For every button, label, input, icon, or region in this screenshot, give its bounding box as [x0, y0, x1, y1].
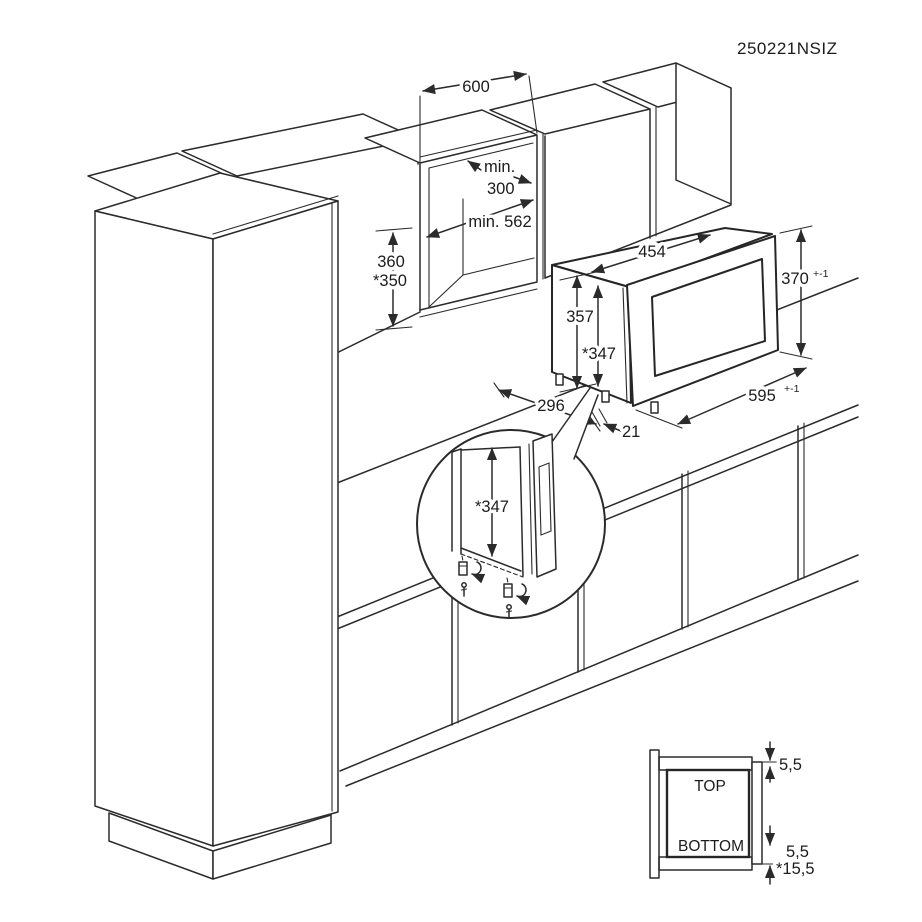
dim-oven-height-alt: *347: [582, 345, 616, 363]
oven-foot: [555, 373, 564, 386]
dim-front-width: 595: [748, 387, 776, 405]
adjustable-foot-icon: [503, 577, 531, 619]
dim-niche-height-alt: *350: [373, 272, 407, 290]
dim-gap-bottom-total: *15,5: [776, 860, 815, 878]
dim-front-width-tol: +-1: [784, 383, 800, 395]
tall-cabinet: [94, 172, 339, 880]
section-top-label: TOP: [694, 778, 726, 795]
dim-gap-bottom: 5,5: [786, 843, 809, 861]
oven-foot: [650, 401, 659, 414]
dim-detail-height: *347: [475, 498, 509, 516]
dim-niche-min-width: min. 562: [468, 213, 531, 231]
cross-section-detail: TOP BOTTOM 5,5 5,5 *15,5: [649, 741, 818, 885]
detail-circle: *347: [416, 429, 606, 619]
dim-front-height: 370: [781, 270, 809, 288]
oven-foot: [601, 390, 610, 403]
dim-frame-overlap: 21: [622, 423, 640, 441]
adjustable-foot-icon: [458, 555, 486, 597]
dim-body-depth: 296: [537, 397, 565, 415]
dim-oven-depth: 454: [638, 243, 666, 261]
dimension-annotations: 600 min. 300 min. 562 360 *350 454 357 *…: [370, 70, 831, 445]
dim-oven-height: 357: [566, 308, 594, 326]
dim-niche-height: 360: [377, 253, 405, 271]
dim-niche-min-height-2: 300: [487, 180, 515, 198]
model-code: 250221NSIZ: [737, 39, 837, 58]
dim-niche-min-height-1: min.: [484, 158, 515, 176]
section-bottom-label: BOTTOM: [678, 838, 744, 855]
leader-wedge: [551, 387, 599, 460]
dim-front-height-tol: +-1: [813, 268, 829, 280]
dim-cabinet-width: 600: [462, 78, 490, 96]
dim-gap-top: 5,5: [779, 756, 802, 774]
